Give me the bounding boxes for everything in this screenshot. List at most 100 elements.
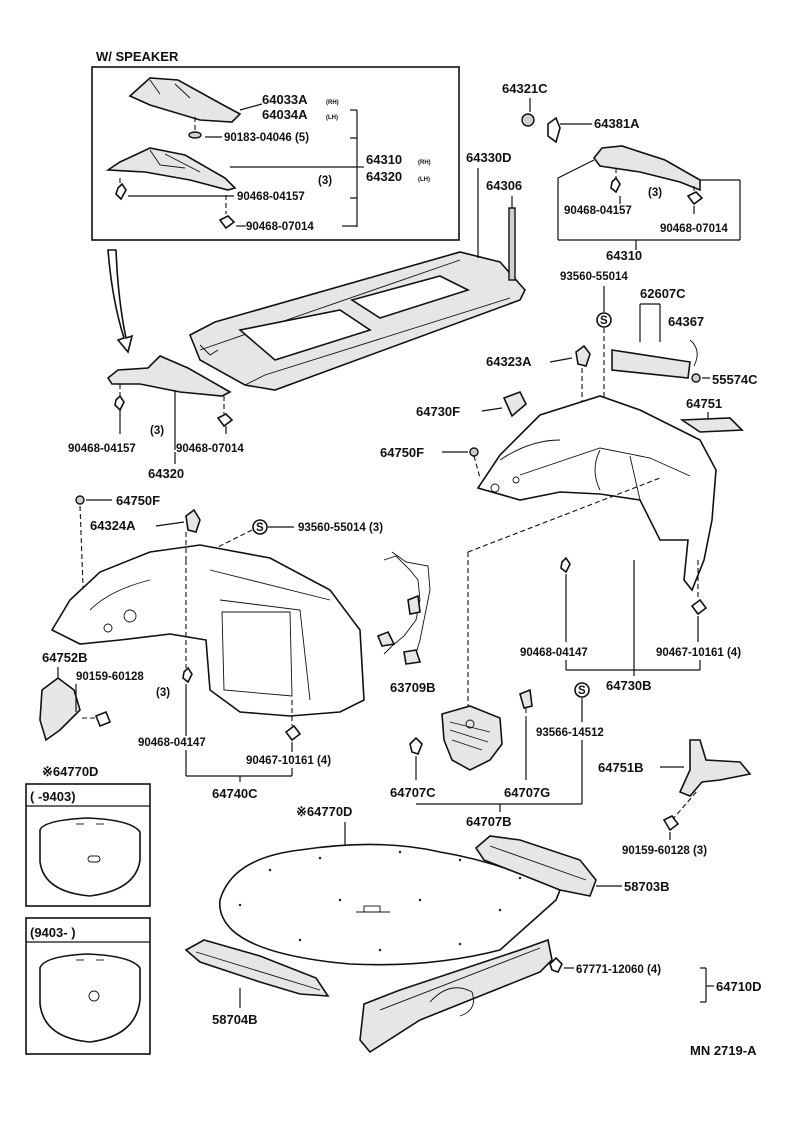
s-mark-lower-letter: S bbox=[578, 685, 586, 697]
hinge-group: 64321C 64381A bbox=[502, 81, 640, 144]
label-64330D: 64330D bbox=[466, 150, 512, 165]
bracket-64751B bbox=[678, 739, 752, 797]
nut-90468-07014-l bbox=[216, 413, 234, 428]
s-mark-right-letter: S bbox=[600, 315, 608, 327]
label-64033A-sfx: (RH) bbox=[326, 100, 339, 106]
right-middle-fasteners: 90468-04147 90467-10161 (4) 64730B bbox=[467, 477, 741, 720]
label-64321C: 64321C bbox=[502, 81, 548, 96]
left-lower-fasteners: 90468-04147 90467-10161 (4) 64740C bbox=[138, 560, 331, 801]
nut-90467-10161-r bbox=[690, 598, 708, 616]
clip-90468-04147-r bbox=[560, 556, 571, 574]
label-55574C: 55574C bbox=[712, 372, 758, 387]
label-64770D-c: ※64770D bbox=[296, 804, 352, 819]
label-90468-04157-l: 90468-04157 bbox=[68, 443, 136, 455]
bracket-64752B bbox=[39, 677, 81, 742]
label-64310-rh-sfx: (RH) bbox=[418, 160, 431, 166]
tray-bracket-group: 64330D 64306 bbox=[466, 150, 522, 281]
package-tray bbox=[188, 251, 526, 391]
speaker-inset: W/ SPEAKER 64033A (RH) 64034A (LH) 90183… bbox=[91, 49, 460, 241]
label-90468-04147-r: 90468-04147 bbox=[520, 647, 588, 659]
clip-64707C bbox=[409, 736, 423, 755]
label-64750F-l: 64750F bbox=[116, 493, 160, 508]
variant-frame-a bbox=[25, 783, 151, 907]
bracket-64730F bbox=[502, 390, 527, 418]
clip-64323A-group: 64323A bbox=[486, 344, 591, 408]
label-67771-12060: 67771-12060 (4) bbox=[576, 964, 661, 976]
clip-90468-04157-box bbox=[115, 182, 127, 201]
speaker-panel-64320 bbox=[106, 355, 232, 397]
label-90468-04157-r: 90468-04157 bbox=[564, 205, 632, 217]
mat-variants: ※64770D ( -9403) (9403- ) bbox=[25, 764, 151, 1055]
quarter-trim-64730B bbox=[476, 395, 717, 592]
clip-64750F-r bbox=[469, 447, 479, 457]
clip-67771-12060 bbox=[549, 956, 563, 973]
label-qty3-box: (3) bbox=[318, 175, 332, 187]
bracket-64751-group: 64751 bbox=[679, 396, 744, 433]
bolt-90159-60128-r bbox=[662, 814, 680, 832]
tray-stay-64306 bbox=[508, 207, 516, 281]
s-mark-left bbox=[252, 519, 268, 535]
quarter-trim-left bbox=[50, 532, 365, 717]
jack-cover-group: S 93566-14512 64707C 64707G 64707B bbox=[390, 682, 604, 829]
label-64310: 64310 bbox=[606, 248, 642, 263]
harness-63709B-group: 63709B bbox=[376, 551, 436, 695]
bracket-64751B-group: 64751B 90159-60128 (3) bbox=[598, 739, 752, 857]
label-64710D: 64710D bbox=[716, 979, 762, 994]
nut-90468-07014-box bbox=[218, 215, 236, 230]
label-64381A: 64381A bbox=[594, 116, 640, 131]
label-64034A-sfx: (LH) bbox=[326, 115, 338, 121]
label-qty3-r: (3) bbox=[648, 187, 662, 199]
label-90159-60128-r: 90159-60128 (3) bbox=[622, 845, 707, 857]
speaker-panel-64310 bbox=[592, 145, 701, 192]
label-qty3-l2: (3) bbox=[156, 687, 170, 699]
label-64034A: 64034A bbox=[262, 107, 308, 122]
label-64324A: 64324A bbox=[90, 518, 136, 533]
label-90468-07014-box: 90468-07014 bbox=[246, 221, 314, 233]
hinge-64381A bbox=[547, 116, 561, 144]
mat-variant-a bbox=[39, 817, 141, 897]
label-90467-10161-l: 90467-10161 (4) bbox=[246, 755, 331, 767]
label-64320-lh: 64320 bbox=[366, 169, 402, 184]
reference-code: MN 2719-A bbox=[690, 1043, 757, 1058]
speaker-panel-right: (3) 90468-04157 90468-07014 64310 bbox=[557, 145, 741, 263]
label-93560-55014-l: 93560-55014 (3) bbox=[298, 522, 383, 534]
label-90468-07014-r: 90468-07014 bbox=[660, 223, 728, 235]
clip-64707G bbox=[519, 688, 533, 709]
wire-64367 bbox=[689, 339, 698, 367]
label-64707B: 64707B bbox=[466, 814, 512, 829]
label-58703B: 58703B bbox=[624, 879, 670, 894]
label-93560-55014-r: 93560-55014 bbox=[560, 271, 628, 283]
variant-frame-b bbox=[25, 917, 151, 1055]
bolt-90159-60128-l bbox=[94, 710, 112, 728]
quarter-trim-64740C bbox=[50, 544, 365, 717]
cover-62607C bbox=[611, 349, 691, 379]
label-64740C: 64740C bbox=[212, 786, 258, 801]
label-64770D-l: ※64770D bbox=[42, 764, 98, 779]
grommet-64321C bbox=[521, 113, 535, 127]
label-64751B: 64751B bbox=[598, 760, 644, 775]
label-62607C: 62607C bbox=[640, 286, 686, 301]
screw-right-group: 93560-55014 S bbox=[560, 271, 628, 398]
clip-64750F-r-group: 64750F bbox=[380, 445, 481, 479]
label-93566-14512: 93566-14512 bbox=[536, 727, 604, 739]
quarter-trim-right bbox=[476, 395, 717, 592]
label-90468-04157-box: 90468-04157 bbox=[237, 191, 305, 203]
clip-90468-04157-l bbox=[114, 394, 125, 412]
label-64750F-r: 64750F bbox=[380, 445, 424, 460]
label-90468-04147-l: 90468-04147 bbox=[138, 737, 206, 749]
bracket-64752B-group: 64752B 90159-60128 (3) bbox=[39, 650, 170, 742]
label-64306: 64306 bbox=[486, 178, 522, 193]
label-range-b: (9403- ) bbox=[30, 925, 76, 940]
floor-trim-64710D bbox=[359, 938, 553, 1054]
nut-90467-10161-l bbox=[284, 724, 302, 742]
speaker-panel-part bbox=[105, 147, 237, 191]
floor-trim-group: 67771-12060 (4) 64710D bbox=[359, 938, 762, 1054]
speaker-panel-left: (3) 90468-04157 90468-07014 64320 bbox=[68, 355, 244, 481]
label-64323A: 64323A bbox=[486, 354, 532, 369]
pad-58703B bbox=[474, 835, 597, 897]
label-90468-07014-l: 90468-07014 bbox=[176, 443, 244, 455]
tray-speaker-hole-left bbox=[238, 309, 372, 361]
clip-90183 bbox=[188, 131, 202, 139]
bracket-64751 bbox=[679, 417, 744, 433]
